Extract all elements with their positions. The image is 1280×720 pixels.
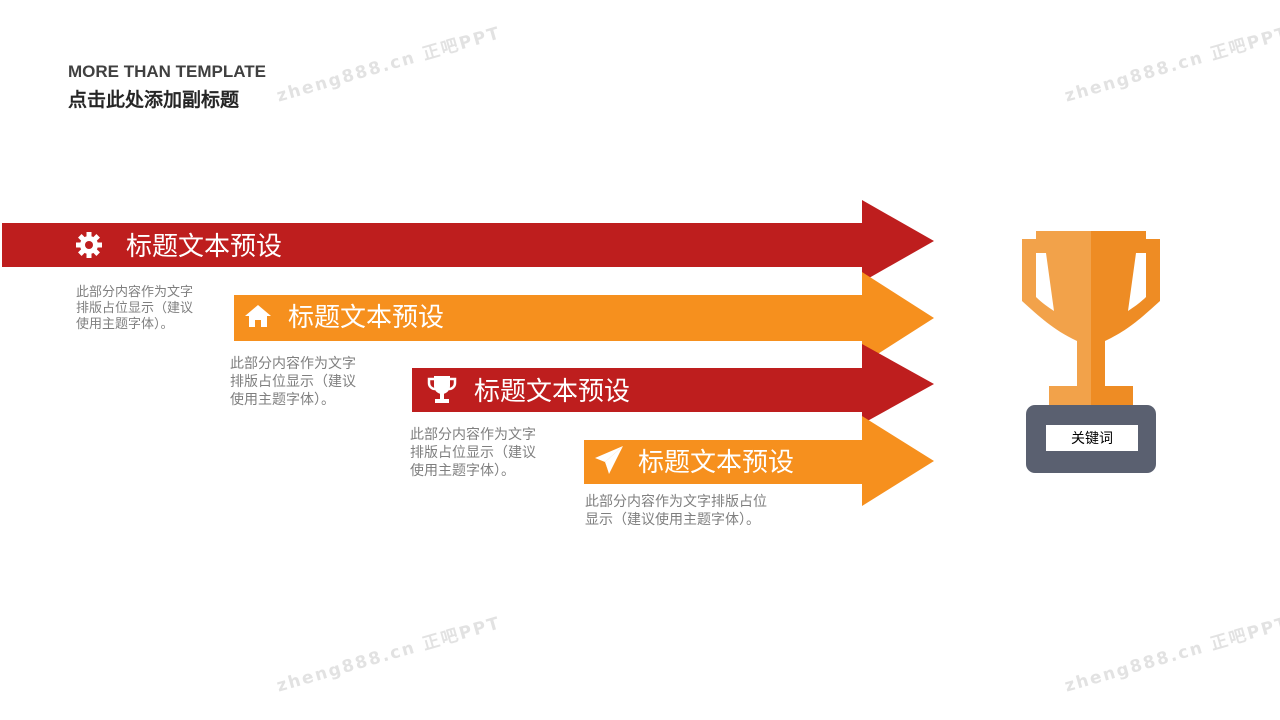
arrow-shape	[412, 344, 934, 424]
keyword-label: 关键词	[1046, 425, 1138, 451]
arrow-desc-2: 此部分内容作为文字 排版占位显示（建议 使用主题字体）。	[230, 356, 356, 408]
arrow-shape	[234, 272, 934, 364]
paper-plane-icon	[594, 445, 624, 480]
watermark: zheng888.cn 正吧PPT	[1062, 613, 1280, 697]
watermark: zheng888.cn 正吧PPT	[274, 23, 504, 107]
watermark: zheng888.cn 正吧PPT	[274, 613, 504, 697]
arrow-title-3: 标题文本预设	[474, 377, 631, 407]
arrow-shape	[2, 200, 934, 282]
watermark: zheng888.cn 正吧PPT	[1062, 23, 1280, 107]
arrow-row-1	[2, 200, 934, 282]
arrow-desc-4: 此部分内容作为文字排版占位 显示（建议使用主题字体）。	[585, 494, 767, 528]
arrow-shape	[584, 416, 934, 506]
arrow-row-4	[584, 416, 934, 506]
page-title: MORE THAN TEMPLATE	[68, 62, 267, 81]
arrow-row-3	[412, 344, 934, 424]
gear-icon	[74, 230, 104, 265]
arrow-desc-3: 此部分内容作为文字 排版占位显示（建议 使用主题字体）。	[410, 427, 536, 479]
home-icon	[244, 303, 272, 334]
arrow-row-2	[234, 272, 934, 364]
arrow-title-1: 标题文本预设	[126, 232, 283, 262]
arrow-title-4: 标题文本预设	[638, 448, 795, 478]
arrow-desc-1: 此部分内容作为文字 排版占位显示（建议 使用主题字体）。	[76, 285, 194, 332]
trophy-icon	[426, 373, 458, 410]
arrow-title-2: 标题文本预设	[288, 303, 445, 333]
page-subtitle: 点击此处添加副标题	[68, 89, 240, 111]
